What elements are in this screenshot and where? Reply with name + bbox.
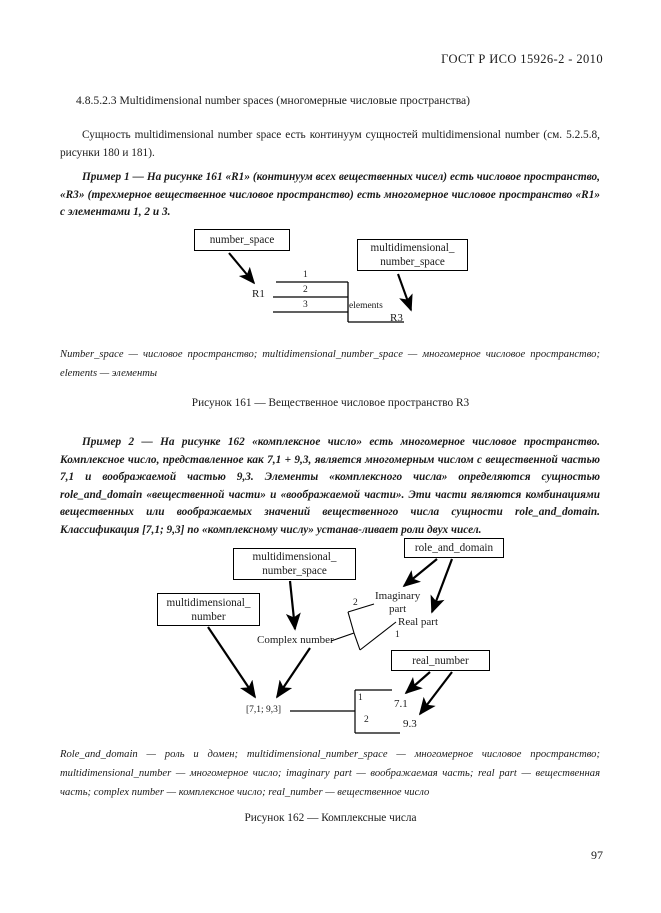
node-imaginary-part: Imaginary part <box>375 590 421 615</box>
node-multidimensional-number-space: multidimensional_ number_space <box>357 239 468 271</box>
node-multidimensional-number-space-2: multidimensional_ number_space <box>233 548 356 580</box>
node-r1: R1 <box>252 288 265 300</box>
example-1-paragraph: Пример 1 — На рисунке 161 «R1» (континуу… <box>60 171 600 218</box>
node-r3: R3 <box>390 312 403 324</box>
standard-header: ГОСТ Р ИСО 15926-2 - 2010 <box>441 52 603 66</box>
node-value-imaginary: 9.3 <box>403 718 417 730</box>
example-2-paragraph: Пример 2 — На рисунке 162 «комплексное ч… <box>60 436 600 536</box>
edge-label-elements: elements <box>349 301 383 311</box>
node-number-space: number_space <box>194 229 290 251</box>
node-classification-tuple: [7,1; 9,3] <box>246 705 282 715</box>
node-complex-number: Complex number <box>257 634 334 646</box>
edge-label-imaginary-index: 2 <box>353 598 358 608</box>
intro-paragraph: Сущность multidimensional number space е… <box>60 129 600 159</box>
node-value-real: 7.1 <box>394 698 408 710</box>
node-multidimensional-number: multidimensional_ number <box>157 593 260 626</box>
edge-label-value-imaginary-index: 2 <box>364 715 369 725</box>
figure-161-caption: Рисунок 161 — Вещественное числовое прос… <box>191 397 470 409</box>
edge-label-2: 2 <box>303 285 308 295</box>
figure-161-legend: Number_space — числовое пространство; mu… <box>60 349 600 379</box>
edge-label-value-real-index: 1 <box>358 693 363 703</box>
node-role-and-domain: role_and_domain <box>404 538 504 558</box>
edge-label-1: 1 <box>303 270 308 280</box>
figure-162-legend: Role_and_domain — роль и домен; multidim… <box>60 749 600 798</box>
figure-162-caption: Рисунок 162 — Комплексные числа <box>244 812 417 824</box>
node-real-number: real_number <box>391 650 490 671</box>
edge-label-real-index: 1 <box>395 630 400 640</box>
edge-label-3: 3 <box>303 300 308 310</box>
section-heading: 4.8.5.2.3 Multidimensional number spaces… <box>76 94 471 107</box>
node-real-part: Real part <box>398 616 439 628</box>
page-number: 97 <box>591 848 603 862</box>
figure-161-diagram: number_space multidimensional_ number_sp… <box>0 0 661 324</box>
